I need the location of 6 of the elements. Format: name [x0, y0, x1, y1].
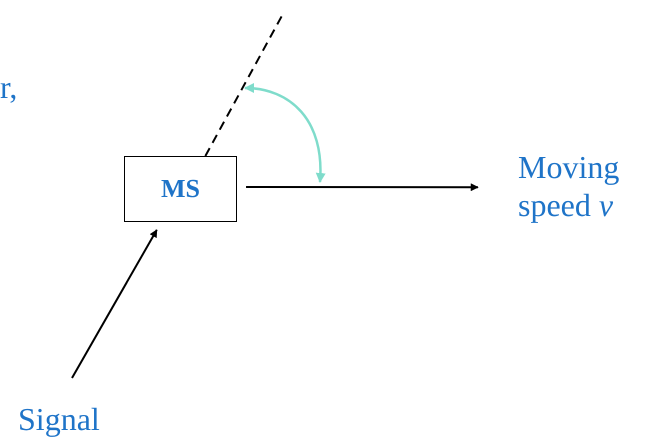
- arrow: [71, 229, 158, 378]
- input-label: Signal: [18, 400, 138, 440]
- process-box: MS: [124, 156, 237, 222]
- cut-off-text: r,: [0, 68, 18, 106]
- arrow: [246, 183, 479, 192]
- output-label: Moving speed v: [518, 148, 672, 228]
